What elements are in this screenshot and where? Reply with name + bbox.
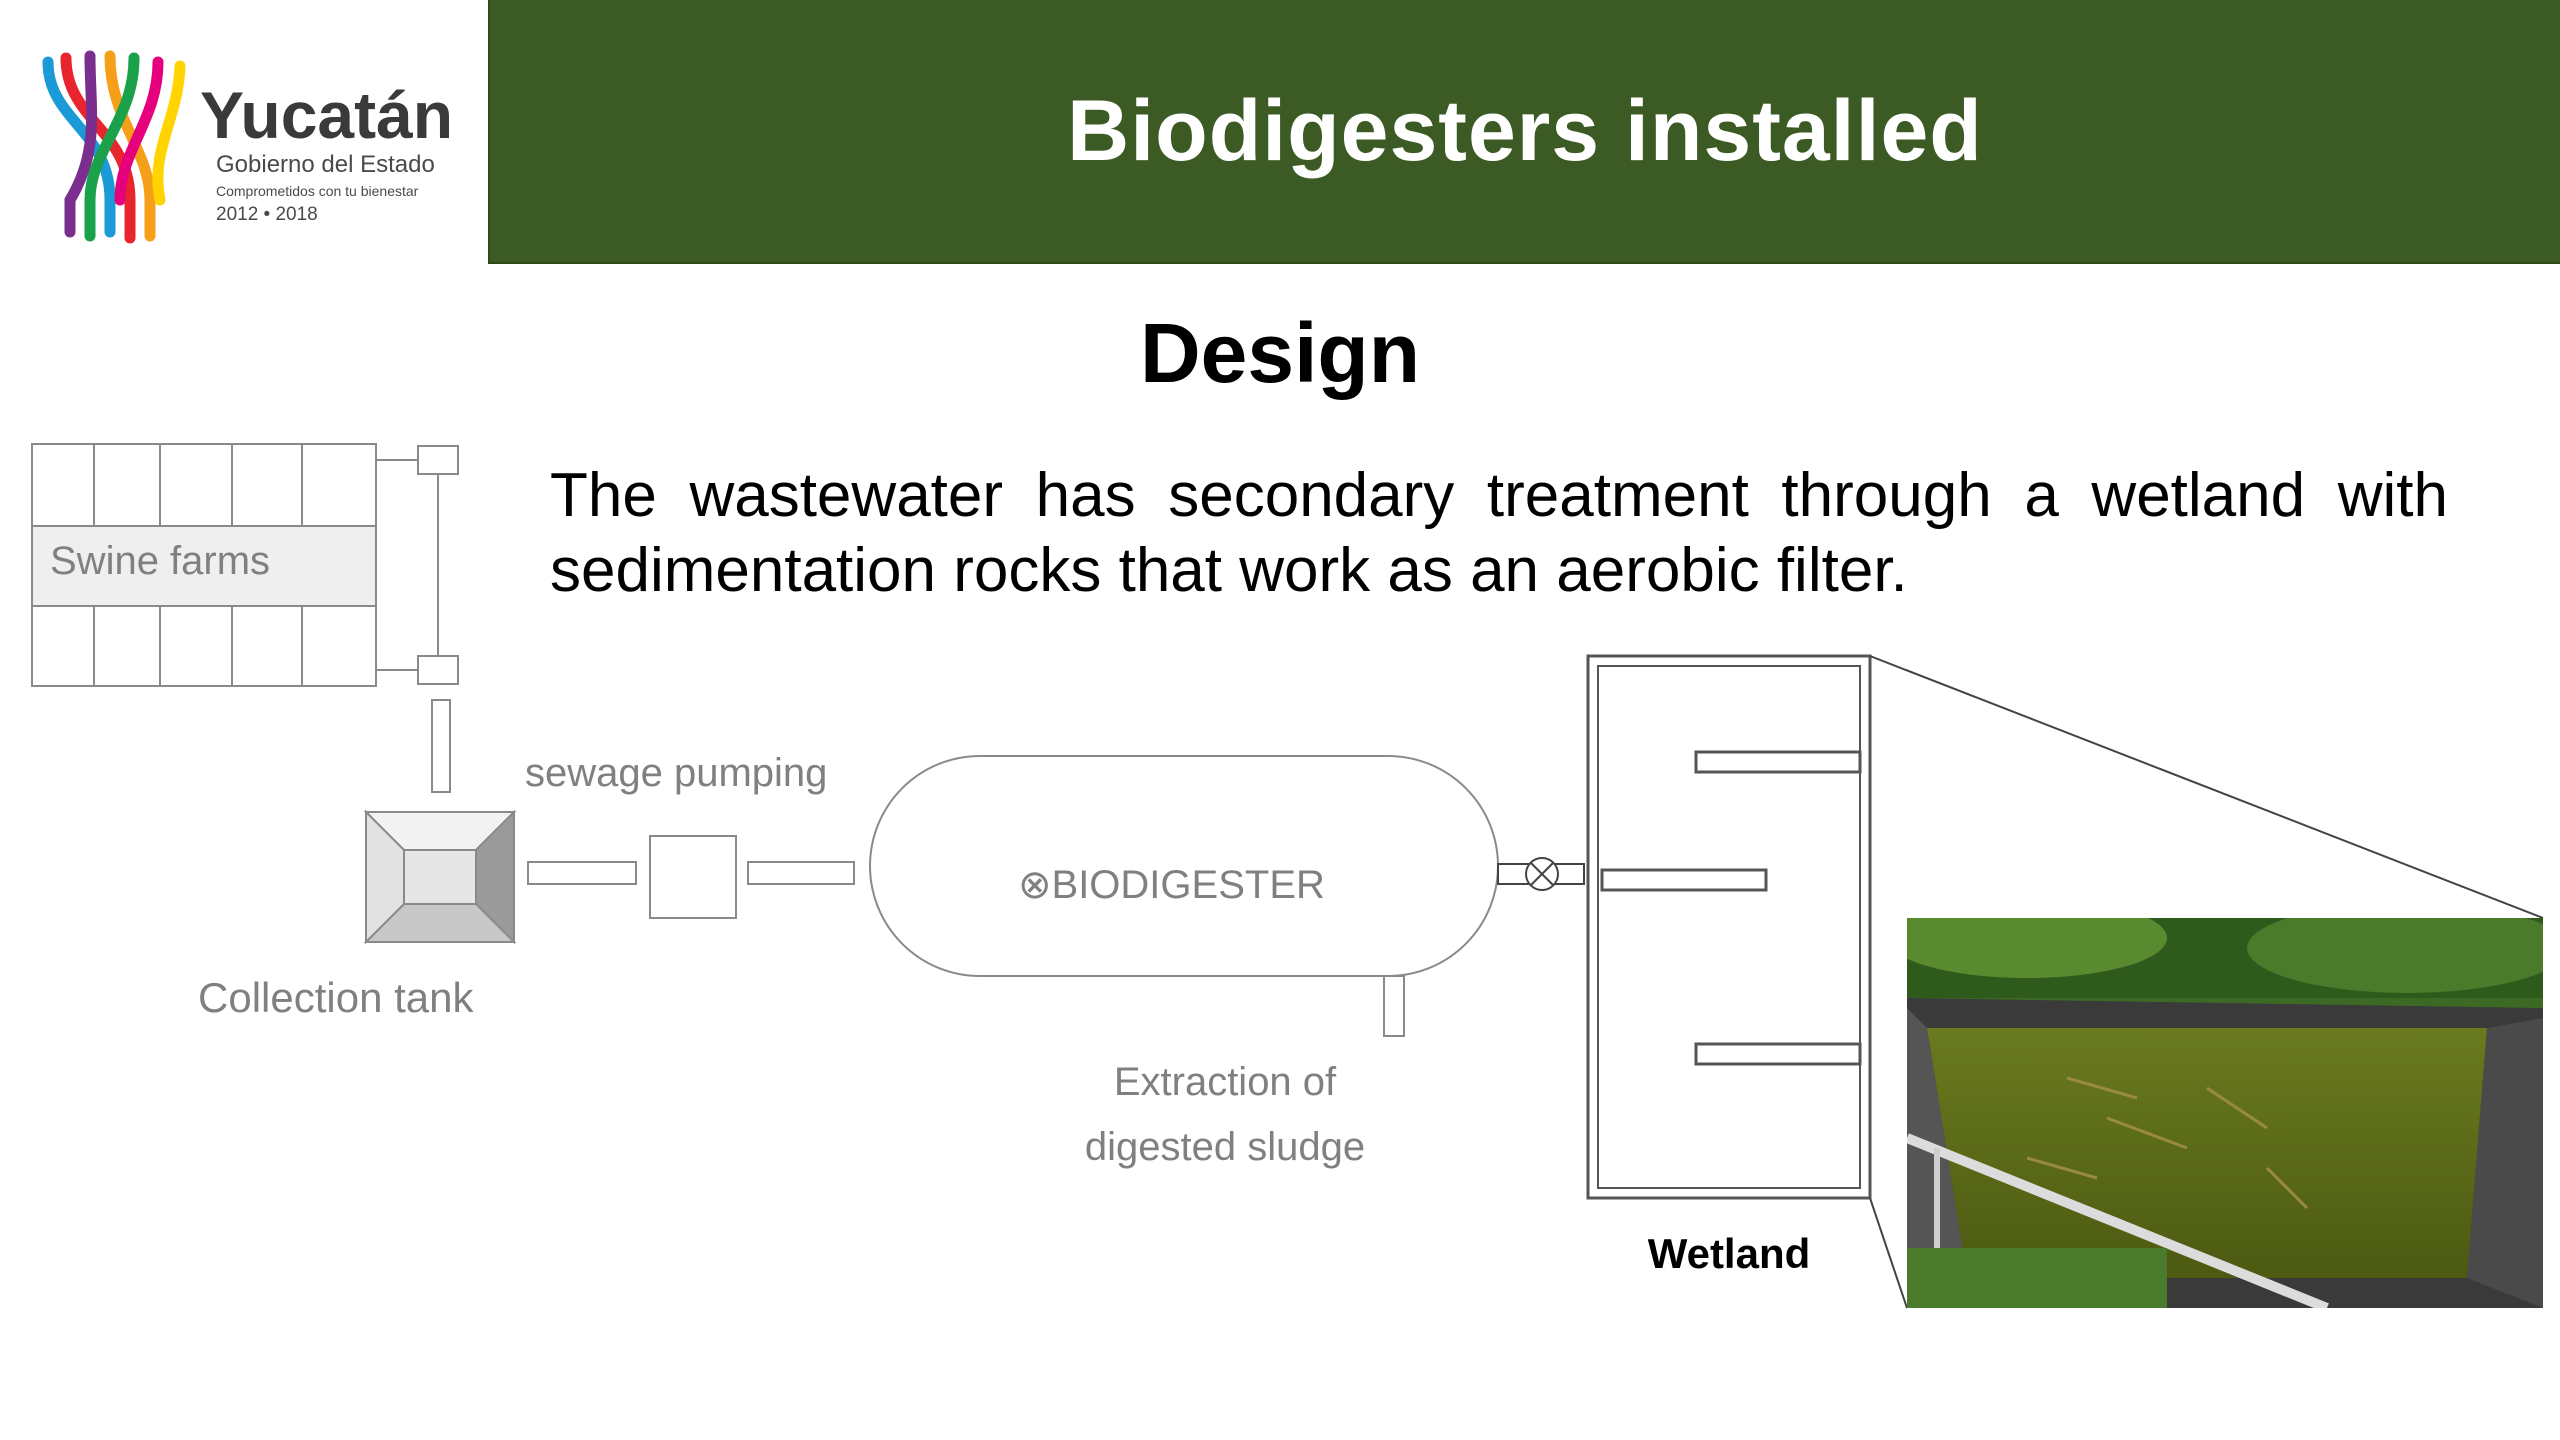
extraction-label-line2: digested sludge [1085, 1125, 1365, 1169]
wetland-label: Wetland [1648, 1230, 1811, 1277]
zoom-line-bottom [1869, 1197, 1908, 1309]
sewage-pumping-label: sewage pumping [525, 751, 827, 795]
wetland-photo [1907, 918, 2543, 1308]
valve-icon [1497, 857, 1585, 891]
collection-tank [363, 809, 517, 945]
logo-emblem: Yucatán Gobierno del Estado Comprometido… [42, 50, 453, 244]
collection-tank-label: Collection tank [198, 974, 474, 1021]
pump-line [527, 835, 855, 919]
pump-box [649, 835, 737, 919]
logo-line1: Gobierno del Estado [216, 151, 435, 178]
swine-farms-block [31, 443, 459, 687]
wetland-basin [1586, 654, 1872, 1200]
description-text: The wastewater has secondary treatment t… [550, 461, 2448, 605]
section-title: Design [1139, 306, 1421, 400]
yucatan-logo: Yucatán Gobierno del Estado Comprometido… [0, 0, 488, 264]
logo-name: Yucatán [200, 78, 453, 152]
logo-years: 2012 • 2018 [216, 204, 318, 225]
zoom-line-top [1869, 655, 2544, 919]
extraction-label-line1: Extraction of [1114, 1060, 1337, 1104]
header-banner: Biodigesters installed [488, 0, 2560, 264]
sludge-outlet-pipe [1383, 975, 1405, 1037]
swine-farms-label: Swine farms [50, 539, 270, 583]
page-title: Biodigesters installed [1067, 82, 1983, 179]
logo-line2: Comprometidos con tu bienestar [216, 183, 419, 199]
biodigester-label: ⊗BIODIGESTER [1018, 863, 1325, 907]
drain-pipe [431, 699, 451, 793]
